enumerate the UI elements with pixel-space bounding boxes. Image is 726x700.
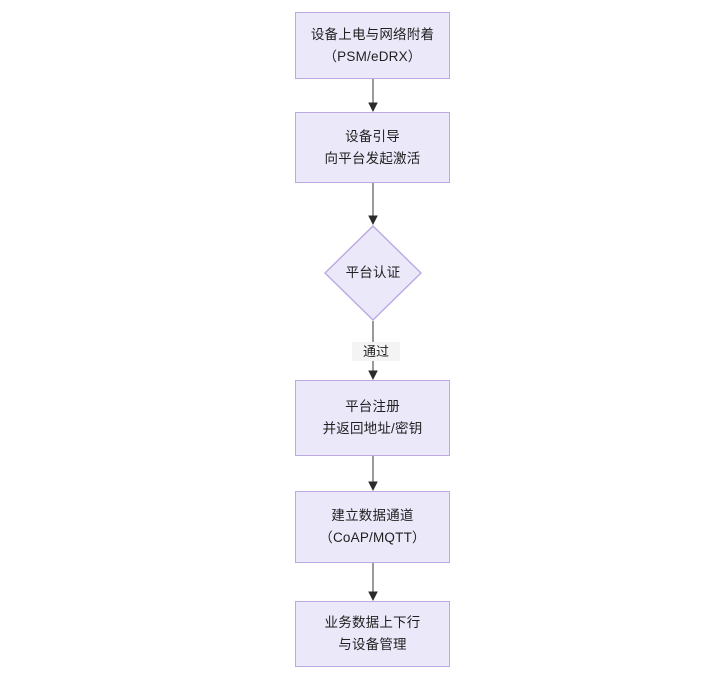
node-platform-register-line1: 平台注册 xyxy=(345,399,400,414)
node-platform-auth[interactable]: 平台认证 xyxy=(324,225,422,321)
node-power-on-line1: 设备上电与网络附着 xyxy=(310,26,435,42)
node-platform-register[interactable]: 平台注册 并返回地址/密钥 xyxy=(295,380,450,456)
edge-label-pass: 通过 xyxy=(352,342,400,361)
edge-platform-register-to-data-channel xyxy=(368,456,378,491)
node-data-channel[interactable]: 建立数据通道 （CoAP/MQTT） xyxy=(295,491,450,563)
edge-power-on-to-bootstrap xyxy=(368,79,378,112)
node-business-data[interactable]: 业务数据上下行 与设备管理 xyxy=(295,601,450,667)
node-power-on-line2: （PSM/eDRX） xyxy=(323,48,422,64)
edge-bootstrap-to-platform-auth xyxy=(368,183,378,225)
node-bootstrap[interactable]: 设备引导 向平台发起激活 xyxy=(295,112,450,183)
node-business-data-line1: 业务数据上下行 xyxy=(324,615,421,630)
node-business-data-line2: 与设备管理 xyxy=(338,637,407,652)
node-platform-register-line2: 并返回地址/密钥 xyxy=(322,421,423,436)
node-data-channel-line1: 建立数据通道 xyxy=(331,508,414,523)
diamond-shape-icon xyxy=(324,225,422,321)
node-power-on[interactable]: 设备上电与网络附着 （PSM/eDRX） xyxy=(295,12,450,79)
node-bootstrap-line2: 向平台发起激活 xyxy=(324,150,421,166)
node-bootstrap-line1: 设备引导 xyxy=(345,128,400,144)
edge-data-channel-to-business-data xyxy=(368,563,378,601)
node-platform-auth-label: 平台认证 xyxy=(345,265,401,280)
node-data-channel-line2: （CoAP/MQTT） xyxy=(319,530,426,545)
